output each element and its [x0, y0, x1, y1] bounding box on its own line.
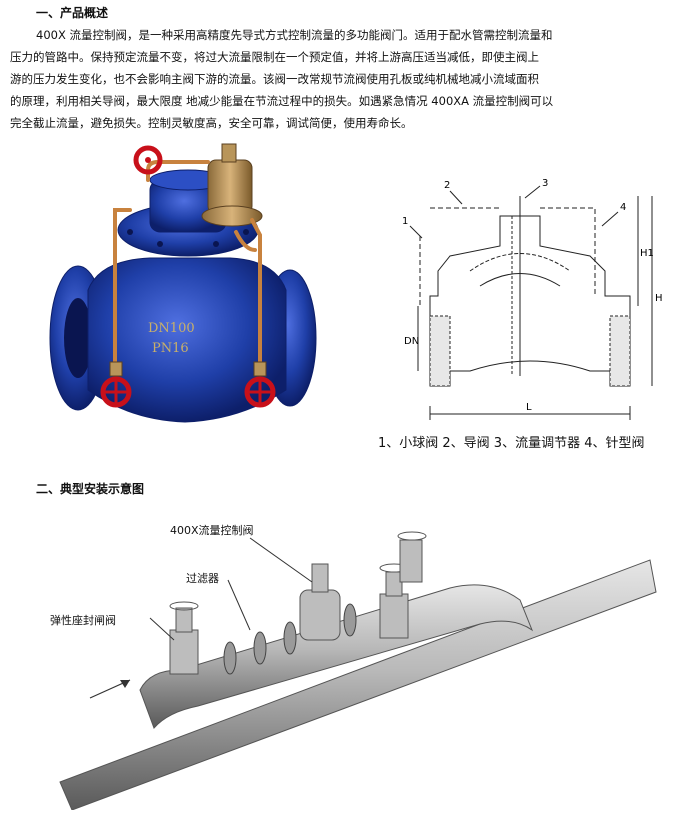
dim-h: H: [655, 293, 663, 304]
section-heading-installation: 二、典型安装示意图: [36, 482, 145, 496]
installation-diagram: [59, 531, 657, 810]
callout-4: 4: [620, 202, 626, 213]
label-control-valve: 400X流量控制阀: [170, 524, 254, 537]
body-marking-dn: DN100: [148, 321, 195, 336]
paragraph-line: 游的压力发生变化，也不会影响主阀下游的流量。该阀一改常规节流阀使用孔板或纯机械地…: [10, 72, 539, 86]
flow-arrow-icon: [89, 679, 131, 699]
paragraph-line: 压力的管路中。保持预定流量不变，将过大流量限制在一个预定值，并将上游高压适当减低…: [10, 50, 539, 64]
label-gate-valve: 弹性座封闸阀: [50, 614, 116, 627]
callout-3: 3: [542, 178, 548, 189]
paragraph-line: 400X 流量控制阀，是一种采用高精度先导式方式控制流量的多功能阀门。适用于配水…: [36, 28, 553, 42]
paragraph-line: 完全截止流量，避免损失。控制灵敏度高，安全可靠，调试简便，使用寿命长。: [10, 116, 413, 130]
dim-l: L: [526, 402, 532, 413]
handwheel-icon: [100, 376, 132, 408]
dim-dn: DN: [404, 336, 419, 347]
body-marking-pn: PN16: [152, 341, 189, 356]
paragraph-line: 的原理，利用相关导阀，最大限度 地减少能量在节流过程中的损失。如遇紧急情况 40…: [10, 94, 554, 108]
callout-1: 1: [402, 216, 408, 227]
overview-paragraph: 400X 流量控制阀，是一种采用高精度先导式方式控制流量的多功能阀门。适用于配水…: [10, 24, 600, 134]
product-photo-valve: DN100 PN16: [49, 143, 317, 423]
label-filter: 过滤器: [186, 572, 219, 585]
valve-cross-section-schematic: 1 2 3 4 DN H1 H L: [402, 178, 663, 420]
handwheel-icon: [244, 376, 276, 408]
callout-2: 2: [444, 180, 450, 191]
dim-h1: H1: [640, 248, 654, 259]
handwheel-icon: [133, 145, 163, 175]
schematic-caption: 1、小球阀 2、导阀 3、流量调节器 4、针型阀: [378, 436, 645, 451]
section-heading-overview: 一、产品概述: [36, 6, 109, 20]
